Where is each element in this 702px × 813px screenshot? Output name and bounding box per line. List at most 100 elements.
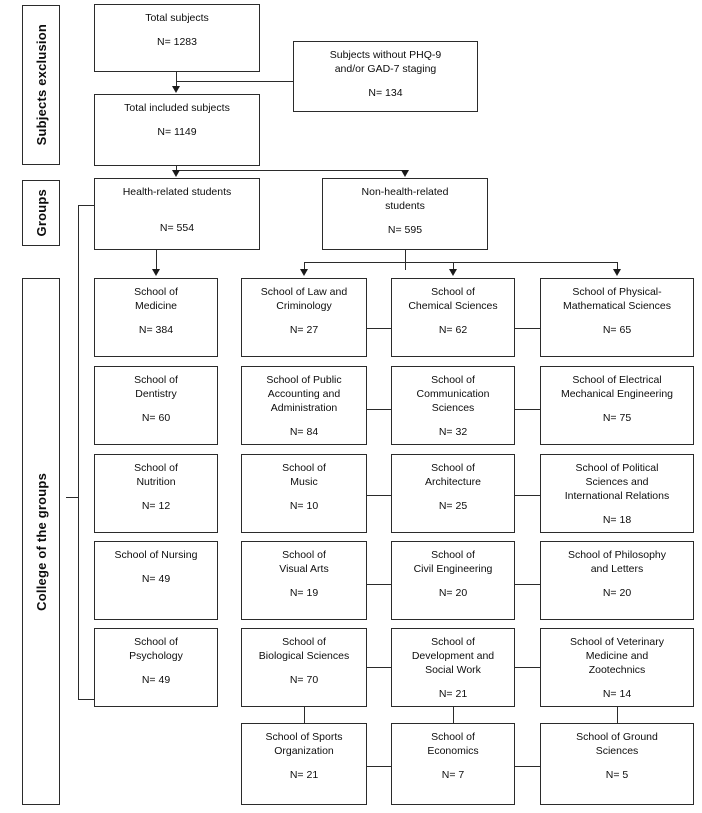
school-title: School of Sports Organization xyxy=(265,731,343,757)
school-box-veterinary-medicine: School of Veterinary Medicine and Zootec… xyxy=(540,628,694,707)
connector-total-to-included xyxy=(176,72,177,87)
school-count: N= 21 xyxy=(438,688,468,700)
school-count: N= 20 xyxy=(438,587,468,599)
node-total-subjects-count: N= 1283 xyxy=(157,36,197,48)
arrow-to-health-group xyxy=(172,170,180,177)
bracket-health-spine xyxy=(78,205,79,700)
school-box-nutrition: School of Nutrition N= 12 xyxy=(94,454,218,533)
link-row4-col2-col3 xyxy=(515,584,540,585)
link-row2-col2-col3 xyxy=(515,409,540,410)
node-total-subjects-title: Total subjects xyxy=(145,12,209,24)
connector-nonhealth-split-bar xyxy=(304,262,617,263)
sidebar-section-groups: Groups xyxy=(22,180,60,246)
school-count: N= 18 xyxy=(602,514,632,526)
school-box-psychology: School of Psychology N= 49 xyxy=(94,628,218,707)
bracket-health-bottom-arm xyxy=(78,699,95,700)
school-box-political-sciences: School of Political Sciences and Interna… xyxy=(540,454,694,533)
link-row5-col2-col3 xyxy=(515,667,540,668)
school-box-philosophy-letters: School of Philosophy and Letters N= 20 xyxy=(540,541,694,620)
arrow-to-col2 xyxy=(449,269,457,276)
school-title: School of Dentistry xyxy=(134,374,178,400)
school-title: School of Electrical Mechanical Engineer… xyxy=(560,374,674,400)
school-title: School of Economics xyxy=(427,731,479,757)
bracket-health-mid-tick xyxy=(66,497,79,498)
arrow-to-col1 xyxy=(300,269,308,276)
school-title: School of Architecture xyxy=(424,462,482,488)
sidebar-section-subjects-exclusion: Subjects exclusion xyxy=(22,5,60,165)
school-count: N= 384 xyxy=(138,324,174,336)
school-box-chemical-sciences: School of Chemical Sciences N= 62 xyxy=(391,278,515,357)
link-col1-row5-row6 xyxy=(304,707,305,723)
connector-health-to-medicine xyxy=(156,250,157,270)
school-count: N= 70 xyxy=(289,674,319,686)
school-count: N= 84 xyxy=(289,426,319,438)
school-title: School of Law and Criminology xyxy=(260,286,348,312)
school-box-biological-sciences: School of Biological Sciences N= 70 xyxy=(241,628,367,707)
node-total-subjects: Total subjects N= 1283 xyxy=(94,4,260,72)
school-title: School of Civil Engineering xyxy=(413,549,493,575)
node-excluded-subjects-count: N= 134 xyxy=(368,87,403,99)
school-box-physical-mathematical: School of Physical- Mathematical Science… xyxy=(540,278,694,357)
school-count: N= 27 xyxy=(289,324,319,336)
link-col2-row5-row6 xyxy=(453,707,454,723)
connector-group-split-bar xyxy=(176,170,405,171)
school-title: School of Music xyxy=(282,462,326,488)
school-box-ground-sciences: School of Ground Sciences N= 5 xyxy=(540,723,694,805)
school-box-dentistry: School of Dentistry N= 60 xyxy=(94,366,218,445)
school-box-public-accounting: School of Public Accounting and Administ… xyxy=(241,366,367,445)
sidebar-label-groups: Groups xyxy=(33,189,49,237)
school-box-nursing: School of Nursing N= 49 xyxy=(94,541,218,620)
arrow-health-to-medicine xyxy=(152,269,160,276)
link-row6-col2-col3 xyxy=(515,766,540,767)
school-box-law-criminology: School of Law and Criminology N= 27 xyxy=(241,278,367,357)
node-excluded-subjects: Subjects without PHQ-9 and/or GAD-7 stag… xyxy=(293,41,478,112)
node-nonhealth-related-title: Non-health-related students xyxy=(361,186,449,212)
connector-split-col2 xyxy=(453,262,454,270)
school-title: School of Medicine xyxy=(134,286,178,312)
link-row2-col1-col2 xyxy=(367,409,391,410)
school-title: School of Physical- Mathematical Science… xyxy=(563,286,671,312)
node-total-included-title: Total included subjects xyxy=(124,102,230,114)
school-count: N= 12 xyxy=(141,500,171,512)
node-health-related-students: Health-related students N= 554 xyxy=(94,178,260,250)
node-total-included-subjects: Total included subjects N= 1149 xyxy=(94,94,260,166)
school-box-visual-arts: School of Visual Arts N= 19 xyxy=(241,541,367,620)
connector-nonhealth-stem xyxy=(405,250,406,270)
school-title: School of Public Accounting and Administ… xyxy=(266,374,342,414)
connector-excluded-to-stem xyxy=(176,81,293,82)
node-health-related-count: N= 554 xyxy=(159,222,195,234)
school-title: School of Ground Sciences xyxy=(576,731,658,757)
sidebar-section-college-of-the-groups: College of the groups xyxy=(22,278,60,805)
school-box-electrical-mechanical: School of Electrical Mechanical Engineer… xyxy=(540,366,694,445)
school-count: N= 19 xyxy=(289,587,319,599)
school-title: School of Nutrition xyxy=(134,462,178,488)
node-excluded-subjects-title: Subjects without PHQ-9 and/or GAD-7 stag… xyxy=(329,49,442,75)
link-col3-row5-row6 xyxy=(617,707,618,723)
school-title: School of Development and Social Work xyxy=(411,636,495,676)
school-title: School of Nursing xyxy=(114,549,198,561)
school-count: N= 20 xyxy=(602,587,632,599)
arrow-total-to-included xyxy=(172,86,180,93)
arrow-to-col3 xyxy=(613,269,621,276)
school-box-music: School of Music N= 10 xyxy=(241,454,367,533)
school-title: School of Communication Sciences xyxy=(416,374,490,414)
school-count: N= 75 xyxy=(602,412,632,424)
school-count: N= 10 xyxy=(289,500,319,512)
link-row3-col1-col2 xyxy=(367,495,391,496)
school-count: N= 14 xyxy=(602,688,632,700)
node-nonhealth-related-students: Non-health-related students N= 595 xyxy=(322,178,488,250)
school-title: School of Chemical Sciences xyxy=(408,286,498,312)
school-box-economics: School of Economics N= 7 xyxy=(391,723,515,805)
school-box-civil-engineering: School of Civil Engineering N= 20 xyxy=(391,541,515,620)
link-row1-col2-col3 xyxy=(515,328,540,329)
school-box-communication-sciences: School of Communication Sciences N= 32 xyxy=(391,366,515,445)
sidebar-label-subjects-exclusion: Subjects exclusion xyxy=(33,24,49,146)
link-row4-col1-col2 xyxy=(367,584,391,585)
school-count: N= 32 xyxy=(438,426,468,438)
connector-split-col1 xyxy=(304,262,305,270)
school-box-sports-organization: School of Sports Organization N= 21 xyxy=(241,723,367,805)
school-box-medicine: School of Medicine N= 384 xyxy=(94,278,218,357)
school-count: N= 5 xyxy=(605,769,629,781)
link-row5-col1-col2 xyxy=(367,667,391,668)
